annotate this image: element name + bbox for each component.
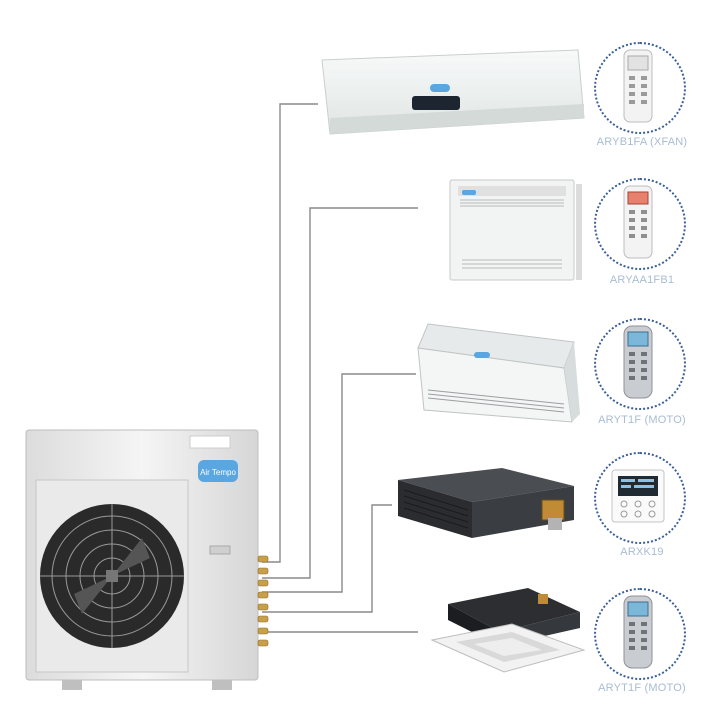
remote-circle-frame bbox=[594, 452, 686, 544]
floor-console-unit-icon bbox=[449, 179, 582, 281]
ceiling-floor-unit-icon bbox=[417, 323, 580, 423]
remote-circle-frame bbox=[594, 318, 686, 410]
remote-control-icon bbox=[623, 325, 653, 399]
remote-model-label: ARYB1FA (XFAN) bbox=[596, 136, 688, 148]
remote-circle-frame bbox=[594, 42, 686, 134]
remote-model-label: ARYT1F (MOTO) bbox=[598, 682, 686, 694]
wired-controller-icon bbox=[611, 469, 665, 523]
wall-split-unit-icon bbox=[321, 49, 585, 135]
remote-control-icon bbox=[623, 185, 653, 259]
pipe-line-2 bbox=[262, 207, 418, 579]
outdoor-condenser-icon: Air Tempo bbox=[25, 429, 269, 690]
remote-control-icon bbox=[623, 595, 653, 669]
cassette-unit-icon bbox=[430, 588, 586, 673]
remote-model-label: ARXK19 bbox=[620, 546, 664, 558]
pipe-line-1 bbox=[262, 103, 318, 563]
pipe-line-3 bbox=[262, 373, 416, 593]
remote-model-label: ARYAA1FB1 bbox=[609, 274, 675, 286]
ducted-unit-icon bbox=[398, 468, 574, 538]
outdoor-brand-logo: Air Tempo bbox=[200, 468, 236, 477]
remote-model-label: ARYT1F (MOTO) bbox=[598, 414, 686, 426]
remote-circle-frame bbox=[594, 178, 686, 270]
remote-control-icon bbox=[623, 49, 653, 123]
pipe-line-4 bbox=[262, 504, 392, 613]
remote-circle-frame bbox=[594, 588, 686, 680]
